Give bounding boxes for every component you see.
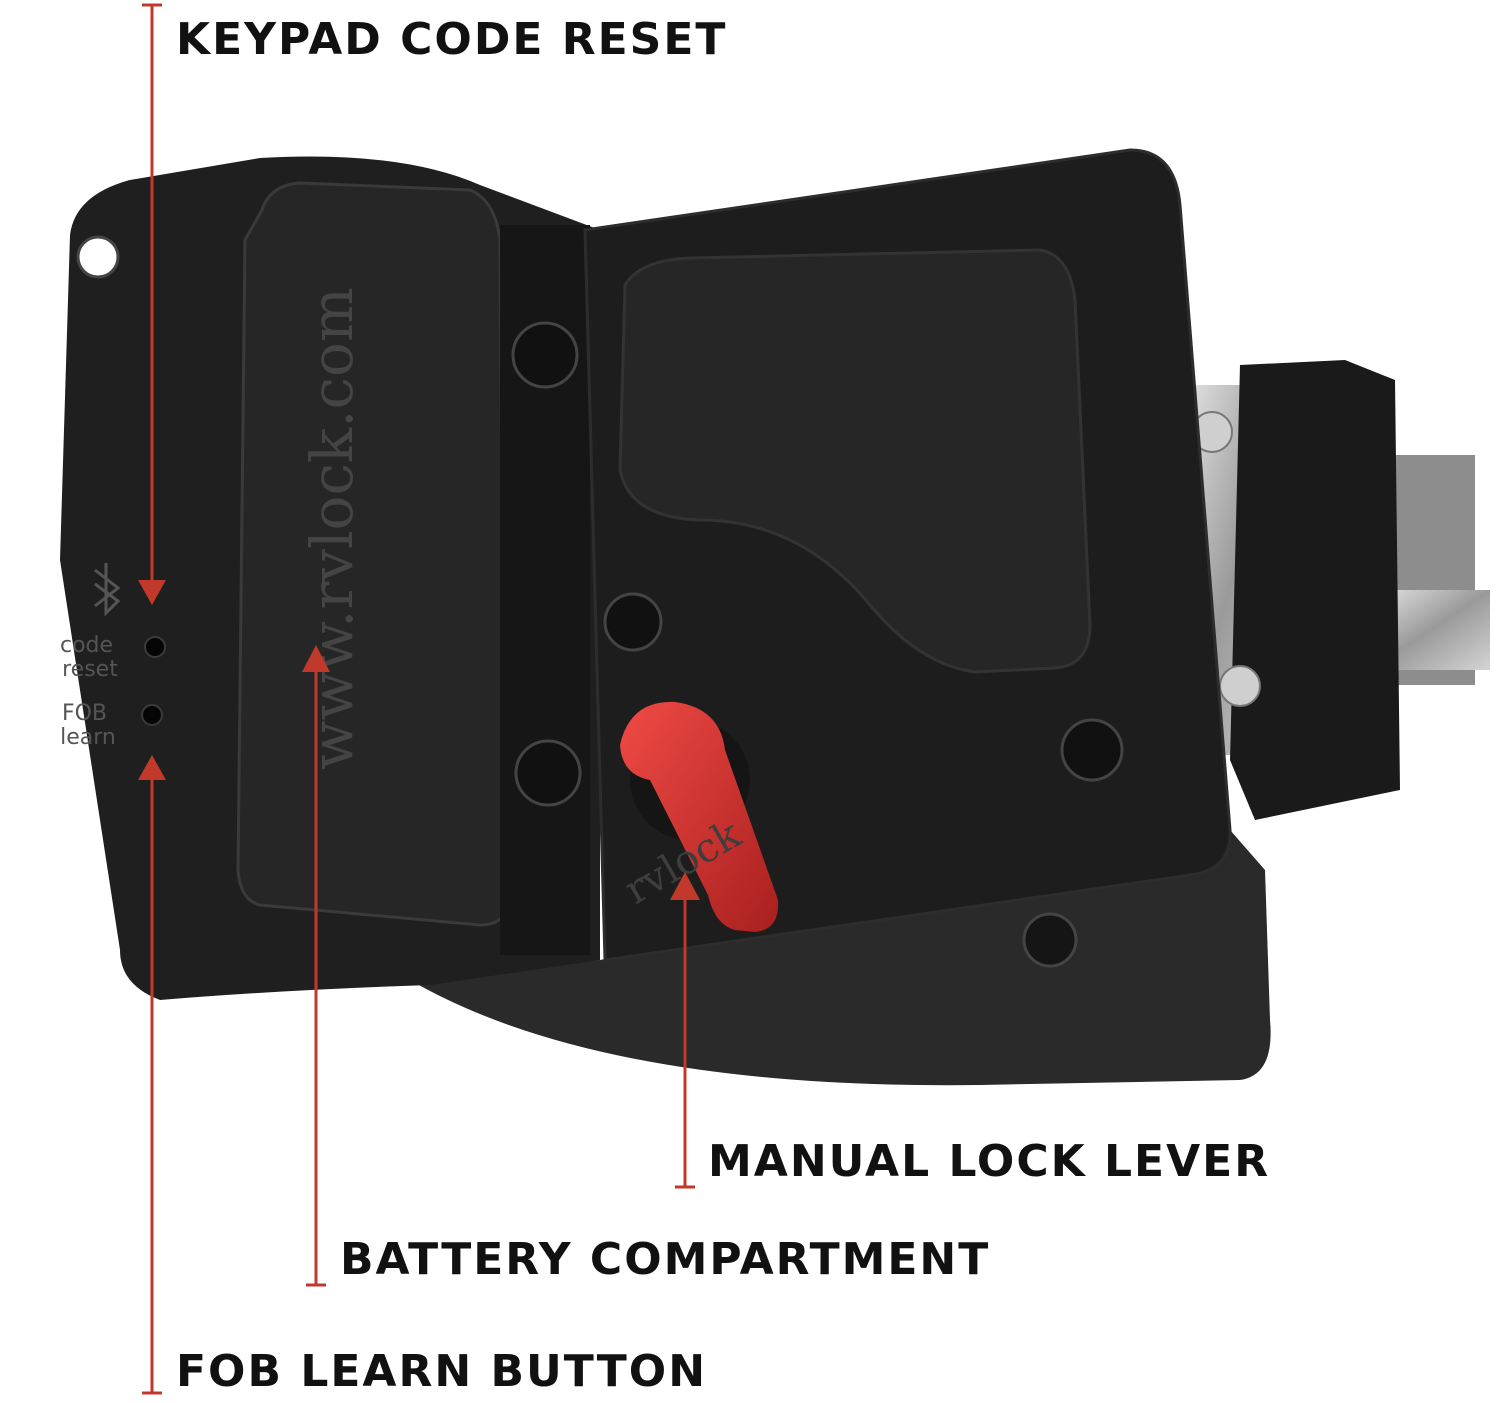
- code-reset-label: code reset: [60, 633, 120, 682]
- strike-bolt-assembly: [1180, 360, 1490, 820]
- screws: [511, 321, 1124, 968]
- keypad-code-reset-label: KEYPAD CODE RESET: [176, 14, 728, 65]
- key-hole: [76, 235, 120, 279]
- fob-learn-label: FOB learn: [60, 701, 116, 750]
- code-reset-button: [144, 636, 166, 658]
- screw-icon: [1219, 665, 1261, 707]
- fob-learn-button: [141, 704, 163, 726]
- embossed-url-text: www.rvlock.com: [298, 287, 366, 770]
- screw-icon: [511, 321, 579, 389]
- callout-lines: [138, 3, 700, 1395]
- screw-icon: [603, 592, 663, 652]
- screw-icon: [1022, 912, 1078, 968]
- screw-icon: [1060, 718, 1124, 782]
- screw-icon: [514, 739, 582, 807]
- battery-compartment-cover: [236, 181, 507, 927]
- bluetooth-icon: [94, 563, 121, 617]
- manual-lock-lever: [620, 701, 779, 932]
- manual-lock-lever-label: MANUAL LOCK LEVER: [708, 1136, 1271, 1187]
- battery-compartment-label: BATTERY COMPARTMENT: [340, 1234, 991, 1285]
- fob-learn-button-label: FOB LEARN BUTTON: [176, 1346, 708, 1397]
- handle-paddle: [618, 248, 1092, 674]
